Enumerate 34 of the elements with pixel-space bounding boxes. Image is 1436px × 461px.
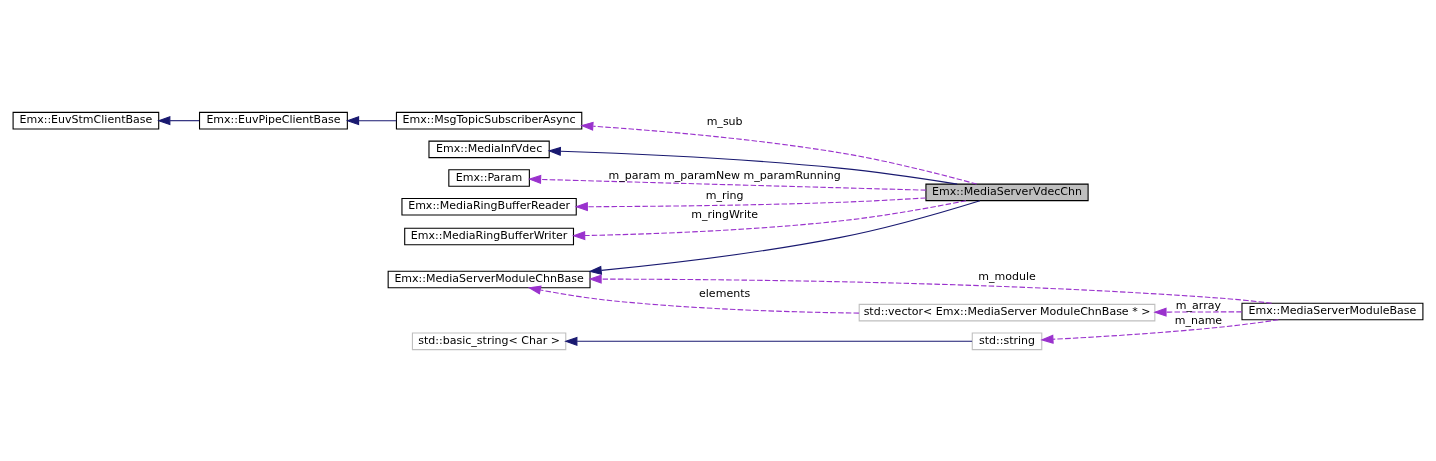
edge-label: m_param m_paramNew m_paramRunning xyxy=(608,168,841,182)
node-box: std::basic_string< Char > xyxy=(411,332,567,350)
node-box: Emx::MediaServerModuleChnBase xyxy=(387,270,591,288)
edge-label: m_ring xyxy=(705,188,744,202)
arrow xyxy=(157,115,200,125)
arrow xyxy=(345,115,397,125)
arrow xyxy=(574,196,927,211)
node-box: Emx::MediaRingBufferWriter xyxy=(404,227,575,245)
arrow xyxy=(572,199,967,240)
arrow xyxy=(564,336,973,346)
edge-label: m_module xyxy=(978,269,1036,283)
node-box: Emx::EuvPipeClientBase xyxy=(198,111,348,129)
edge-label: elements xyxy=(699,286,751,300)
node-box: Emx::MediaServerVdecChn xyxy=(925,183,1089,201)
edge-label: m_sub xyxy=(706,114,743,128)
node-box: Emx::MediaRingBufferReader xyxy=(401,197,577,216)
node-box: Emx::EuvStmClientBase xyxy=(12,111,160,129)
arrow xyxy=(547,146,958,185)
arrow xyxy=(580,121,978,185)
arrow xyxy=(1153,306,1243,317)
edge-label: m_ringWrite xyxy=(691,207,759,221)
node-box: Emx::MsgTopicSubscriberAsync xyxy=(395,111,583,129)
node-box: Emx::MediaInfVdec xyxy=(428,140,550,158)
arrow xyxy=(588,273,1273,304)
arrow xyxy=(588,199,981,275)
node-box: Emx::Param xyxy=(448,168,530,187)
edge-label: m_name xyxy=(1174,313,1223,327)
edge-label: m_array xyxy=(1175,298,1221,312)
arrow xyxy=(527,174,927,191)
node-box: std::string xyxy=(971,332,1043,350)
arrow xyxy=(527,284,860,314)
node-box: std::vector< Emx::MediaServer ModuleChnBase * > xyxy=(858,303,1156,321)
node-box: Emx::MediaServerModuleBase xyxy=(1241,302,1424,320)
arrow xyxy=(1040,318,1279,344)
